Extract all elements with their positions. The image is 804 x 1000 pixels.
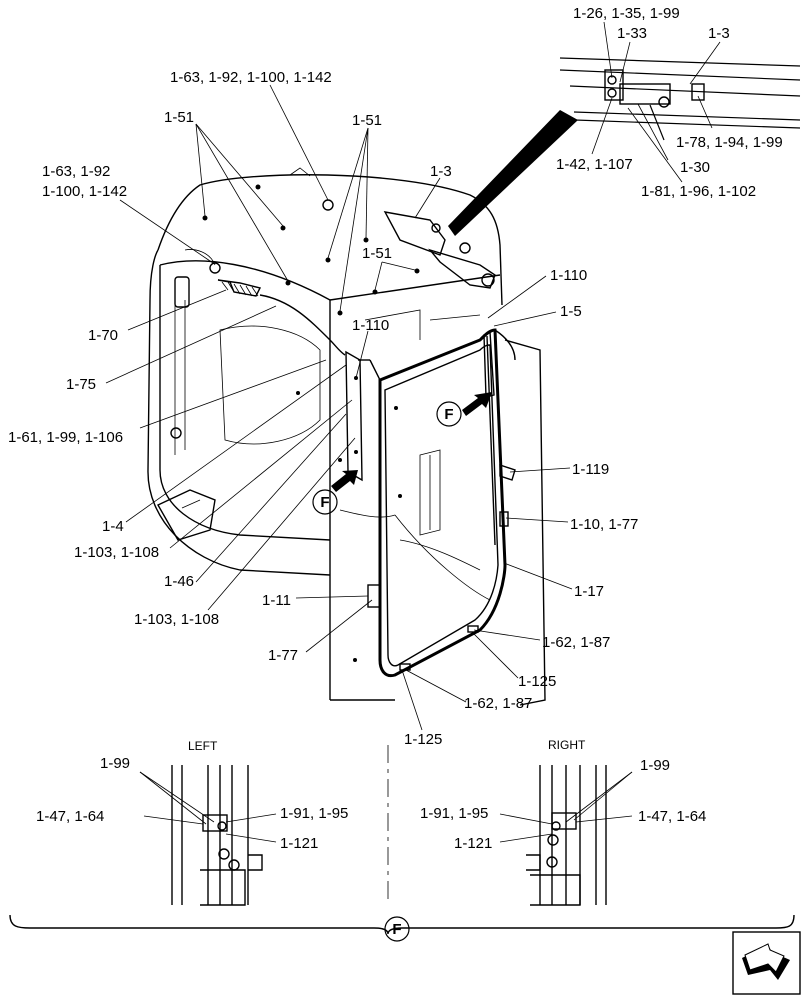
roof-fastener-dots — [202, 184, 420, 662]
label-1-75: 1-75 — [66, 376, 96, 393]
label-1-30: 1-30 — [680, 159, 710, 176]
label-1-99-right: 1-99 — [640, 757, 670, 774]
label-1-17: 1-17 — [574, 583, 604, 600]
label-1-47-left: 1-47, 1-64 — [36, 808, 104, 825]
label-1-81: 1-81, 1-96, 1-102 — [641, 183, 756, 200]
label-1-121-left: 1-121 — [280, 835, 318, 852]
top-right-inset-hinge-detail — [559, 57, 801, 141]
callout-f-bottom: F — [392, 921, 401, 938]
label-1-91-left: 1-91, 1-95 — [280, 805, 348, 822]
detail-pointer-wedge — [448, 110, 578, 236]
label-1-125-a: 1-125 — [518, 673, 556, 690]
arrow-icon-lower — [331, 470, 358, 492]
label-1-63-top: 1-63, 1-92, 1-100, 1-142 — [170, 69, 332, 86]
callout-circle-f-bottom — [384, 916, 410, 942]
door-frame — [345, 328, 516, 678]
leader-lines — [105, 21, 721, 731]
gas-spring-1-70 — [184, 249, 346, 356]
next-page-arrow-button[interactable] — [732, 931, 801, 995]
part-labels: 1-26, 1-35, 1-99 1-33 1-3 1-78, 1-94, 1-… — [8, 5, 783, 852]
label-1-42: 1-42, 1-107 — [556, 156, 633, 173]
label-1-5: 1-5 — [560, 303, 582, 320]
label-1-46: 1-46 — [164, 573, 194, 590]
label-1-10: 1-10, 1-77 — [570, 516, 638, 533]
label-1-119: 1-119 — [572, 461, 609, 478]
roof-hinge-bracket — [383, 211, 496, 289]
label-1-51-a: 1-51 — [164, 109, 194, 126]
label-1-99-left: 1-99 — [100, 755, 130, 772]
arrow-icon-upper — [462, 392, 492, 416]
label-1-62-b: 1-62, 1-87 — [464, 695, 532, 712]
label-1-125-b: 1-125 — [404, 731, 442, 748]
label-1-77: 1-77 — [268, 647, 298, 664]
label-1-103-b: 1-103, 1-108 — [134, 611, 219, 628]
label-1-78: 1-78, 1-94, 1-99 — [676, 134, 783, 151]
label-1-91-right: 1-91, 1-95 — [420, 805, 488, 822]
label-1-51-c: 1-51 — [362, 245, 392, 262]
label-1-63-left-1: 1-63, 1-92 — [42, 163, 110, 180]
label-1-110-right: 1-110 — [550, 267, 587, 284]
callout-circle-f-1 — [436, 401, 462, 427]
detail-left-hinge — [171, 765, 263, 906]
cab-body — [147, 167, 546, 706]
label-1-61: 1-61, 1-99, 1-106 — [8, 429, 123, 446]
label-1-4: 1-4 — [102, 518, 124, 535]
label-1-110-left: 1-110 — [352, 317, 389, 334]
label-1-121-right: 1-121 — [454, 835, 492, 852]
label-1-11: 1-11 — [262, 592, 291, 609]
detail-leader-lines — [139, 771, 633, 843]
label-1-63-left-2: 1-100, 1-142 — [42, 183, 127, 200]
detail-brace — [9, 914, 795, 935]
label-1-47-right: 1-47, 1-64 — [638, 808, 706, 825]
detail-right-hinge — [526, 765, 607, 906]
label-1-26: 1-26, 1-35, 1-99 — [573, 5, 680, 22]
label-1-103-a: 1-103, 1-108 — [74, 544, 159, 561]
label-1-3-mid: 1-3 — [430, 163, 452, 180]
label-1-70: 1-70 — [88, 327, 118, 344]
label-right: RIGHT — [548, 738, 586, 752]
callout-circle-f-2 — [312, 489, 338, 515]
callout-f-1: F — [444, 406, 453, 423]
label-left: LEFT — [188, 739, 218, 753]
label-1-33: 1-33 — [617, 25, 647, 42]
label-1-3-top: 1-3 — [708, 25, 730, 42]
label-1-62-a: 1-62, 1-87 — [542, 634, 610, 651]
callout-f-2: F — [320, 494, 329, 511]
label-1-51-b: 1-51 — [352, 112, 382, 129]
